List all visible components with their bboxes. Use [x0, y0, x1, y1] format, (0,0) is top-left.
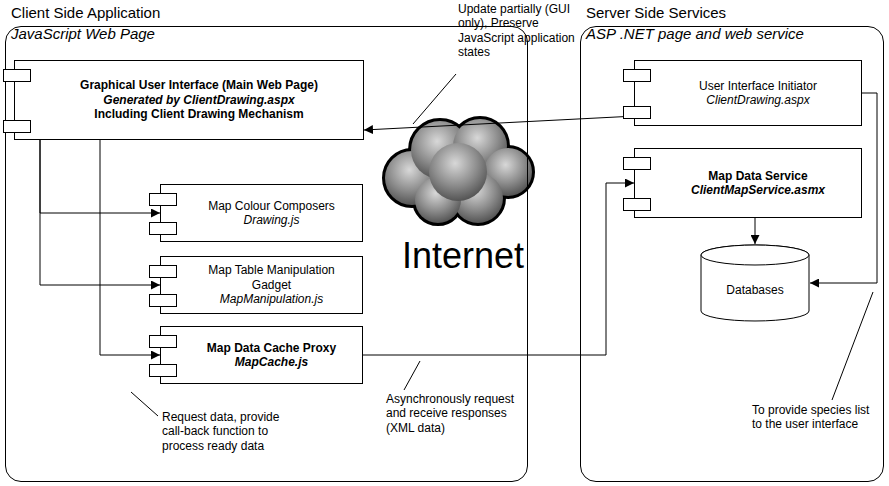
network-label: Internet [402, 234, 532, 277]
component-port [149, 222, 177, 235]
component-port [149, 364, 177, 377]
component-detail: MapCache.js [235, 355, 308, 369]
group-subtitle: ASP .NET page and web service [586, 25, 884, 43]
component-port [623, 157, 651, 170]
component-name: Map Data Service [708, 169, 807, 183]
component-name: Map Colour Composers [208, 199, 335, 213]
component-port [149, 294, 177, 307]
component-port [623, 69, 651, 82]
component-name: Graphical User Interface (Main Web Page) [80, 78, 318, 92]
component-detail: MapManipulation.js [220, 292, 323, 306]
component-detail: Generated by ClientDrawing.aspx [103, 93, 294, 107]
database-cylinder: Databases [700, 244, 810, 322]
leader-line [413, 74, 456, 124]
cylinder-top [701, 245, 809, 265]
component-detail: ClientDrawing.aspx [706, 93, 809, 107]
connector-arrow [363, 183, 634, 355]
group-heading: Client Side Application [11, 4, 528, 22]
component-port [149, 193, 177, 206]
component-name: User Interface Initiator [699, 79, 817, 93]
component-detail: Including Client Drawing Mechanism [94, 107, 303, 121]
component-port [623, 106, 651, 119]
component-detail: ClientMapService.asmx [691, 183, 825, 197]
gui-component: Graphical User Interface (Main Web Page)… [14, 60, 364, 140]
leader-line [131, 392, 158, 416]
component-port [3, 120, 31, 133]
connector-arrow [100, 140, 160, 355]
server-component: User Interface InitiatorClientDrawing.as… [634, 60, 862, 126]
group-subtitle: JavaScript Web Page [11, 25, 528, 43]
component-name: Map Data Cache Proxy [207, 341, 336, 355]
component-port [3, 69, 31, 82]
component-detail: Drawing.js [243, 213, 299, 227]
connector-arrow [364, 116, 634, 130]
script-component: Map Data Cache ProxyMapCache.js [160, 326, 363, 384]
component-name: Map Table Manipulation Gadget [187, 263, 356, 292]
component-port [149, 265, 177, 278]
group-heading: Server Side Services [586, 4, 884, 22]
script-component: Map Colour ComposersDrawing.js [160, 184, 363, 242]
internet-cloud [384, 118, 533, 224]
server-component: Map Data ServiceClientMapService.asmx [634, 148, 862, 218]
component-port [623, 198, 651, 211]
leader-line [832, 292, 873, 400]
callout-note: Update partially (GUI only), Preserve Ja… [458, 2, 576, 60]
script-component: Map Table Manipulation GadgetMapManipula… [160, 256, 363, 314]
leader-line [404, 361, 420, 390]
callout-note: Request data, provide call-back function… [162, 410, 280, 453]
connector-arrow [755, 218, 756, 244]
cylinder-body [701, 245, 809, 321]
callout-note: To provide species list to the user inte… [752, 403, 882, 432]
cloud-puff [429, 143, 487, 201]
component-port [149, 335, 177, 348]
callout-note: Asynchronously request and receive respo… [386, 392, 526, 435]
component-name: Databases [726, 283, 783, 297]
